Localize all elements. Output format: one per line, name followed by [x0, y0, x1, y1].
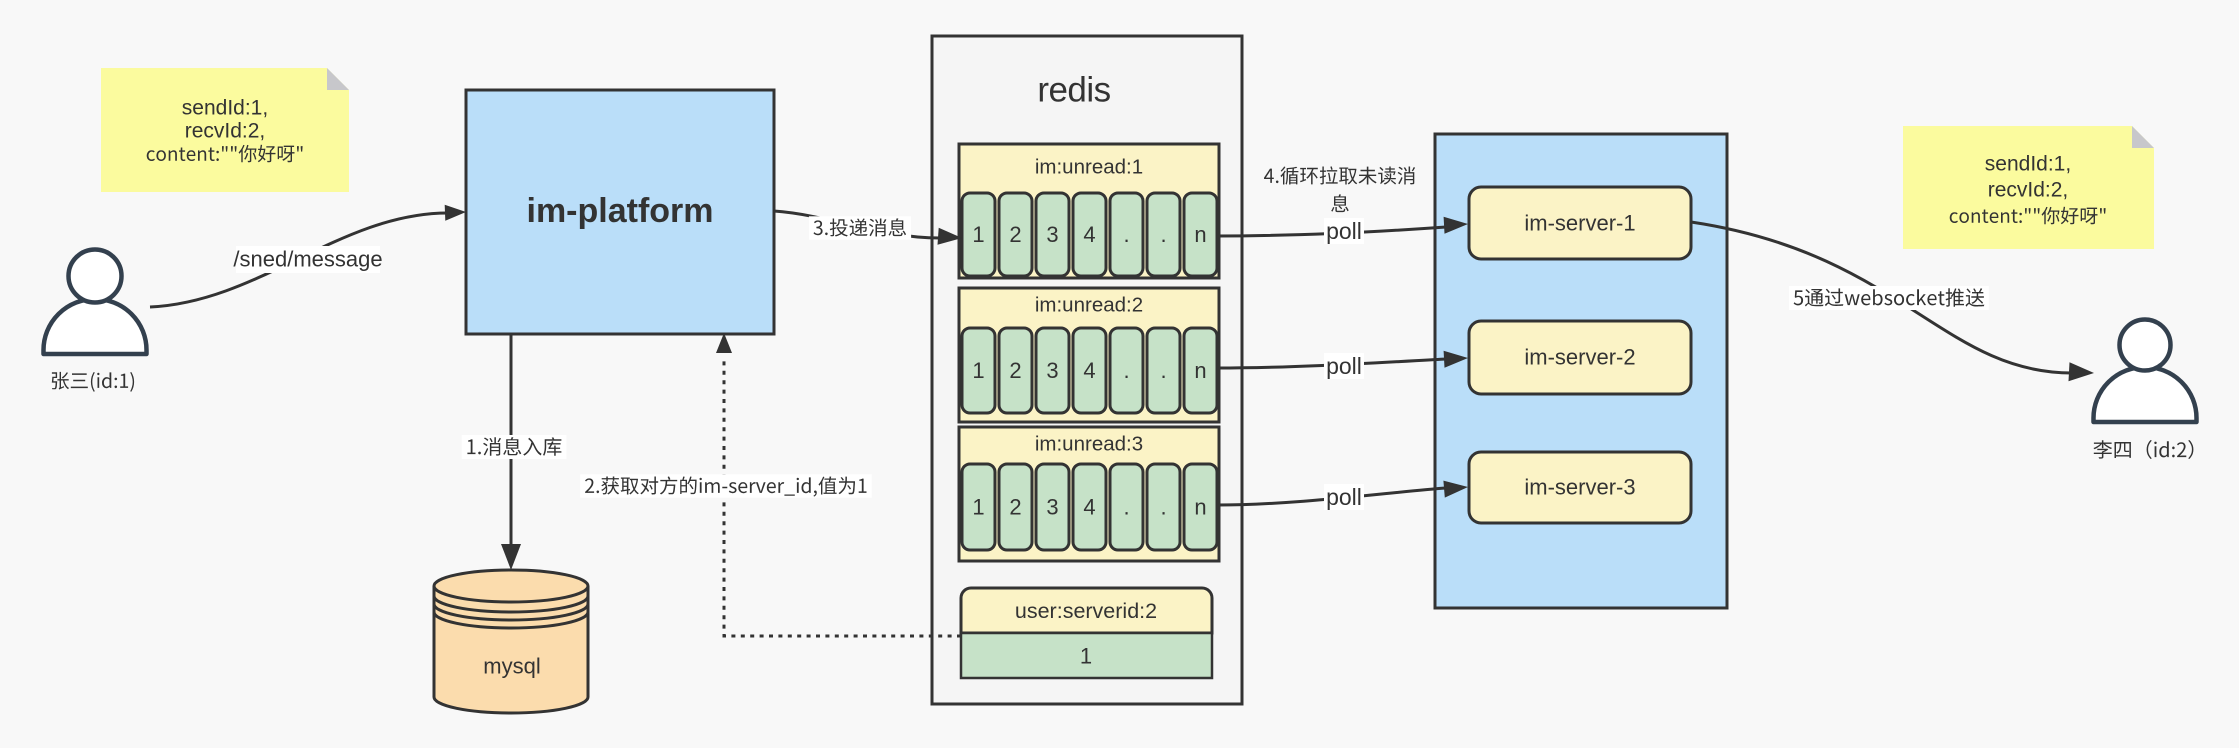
svg-text:1: 1 — [1080, 644, 1092, 669]
svg-text:user:serverid:2: user:serverid:2 — [1015, 599, 1157, 623]
svg-text:redis: redis — [1037, 71, 1110, 110]
svg-text:poll: poll — [1326, 218, 1362, 244]
svg-text:poll: poll — [1326, 353, 1362, 379]
svg-text:.: . — [1123, 495, 1129, 520]
svg-text:2: 2 — [1009, 495, 1021, 520]
svg-text:1: 1 — [972, 495, 984, 520]
svg-text:2: 2 — [1009, 358, 1021, 383]
svg-text:mysql: mysql — [483, 654, 540, 679]
svg-text:n: n — [1194, 222, 1206, 247]
svg-text:1: 1 — [972, 358, 984, 383]
svg-text:4: 4 — [1083, 358, 1095, 383]
svg-text:4: 4 — [1083, 222, 1095, 247]
svg-text:.: . — [1123, 222, 1129, 247]
svg-text:im-server-2: im-server-2 — [1524, 345, 1635, 370]
svg-text:3: 3 — [1046, 222, 1058, 247]
svg-text:im:unread:1: im:unread:1 — [1035, 156, 1143, 179]
svg-text:sendId:1,: sendId:1, — [182, 97, 268, 120]
svg-text:recvId:2,: recvId:2, — [185, 120, 266, 143]
svg-text:im-platform: im-platform — [527, 192, 714, 230]
svg-text:.: . — [1160, 222, 1166, 247]
svg-text:im-server-3: im-server-3 — [1524, 475, 1635, 500]
svg-text:poll: poll — [1326, 484, 1362, 510]
svg-text:n: n — [1194, 495, 1206, 520]
svg-text:recvId:2,: recvId:2, — [1988, 179, 2069, 202]
svg-text:2: 2 — [1009, 222, 1021, 247]
svg-text:im:unread:2: im:unread:2 — [1035, 294, 1143, 317]
svg-text:3: 3 — [1046, 495, 1058, 520]
svg-text:im-server-1: im-server-1 — [1524, 211, 1635, 236]
svg-text:.: . — [1160, 495, 1166, 520]
svg-text:sendId:1,: sendId:1, — [1985, 153, 2071, 176]
svg-text:.: . — [1123, 358, 1129, 383]
svg-text:im:unread:3: im:unread:3 — [1035, 433, 1143, 456]
svg-text:4: 4 — [1083, 495, 1095, 520]
svg-text:.: . — [1160, 358, 1166, 383]
svg-text:/sned/message: /sned/message — [233, 247, 382, 272]
svg-text:3: 3 — [1046, 358, 1058, 383]
svg-text:n: n — [1194, 358, 1206, 383]
svg-text:1: 1 — [972, 222, 984, 247]
